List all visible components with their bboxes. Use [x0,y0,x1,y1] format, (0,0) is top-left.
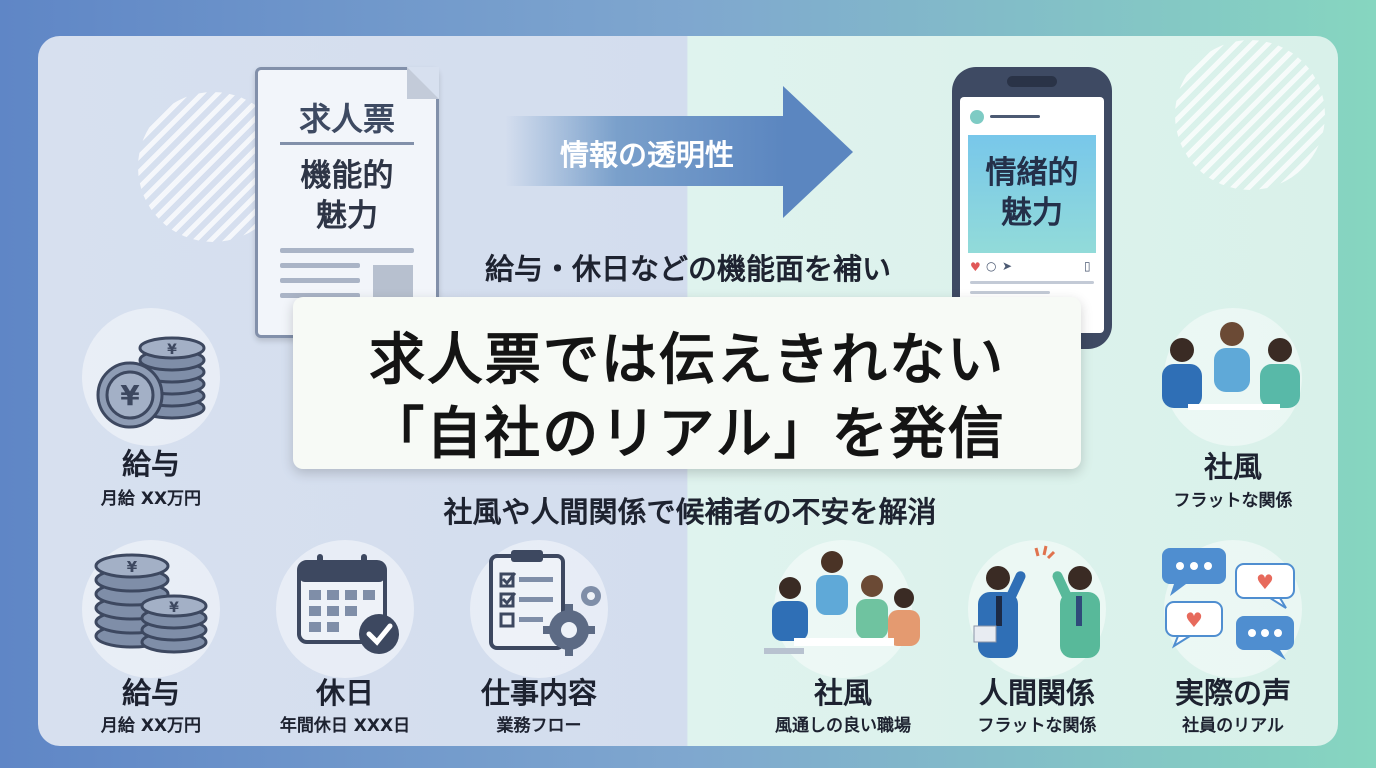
document-text-line [280,248,414,253]
right-item-title: 社風 [1203,450,1262,484]
document-image-placeholder [373,265,413,300]
svg-text:♥: ♥ [1185,608,1203,632]
right-item-title: 社風 [813,676,872,710]
coins-icon: ¥ ¥ [96,336,206,429]
calendar-check-icon [297,554,399,654]
chat-bubbles-icon: ♥ ♥ [1162,548,1295,660]
document-text-line [280,278,360,283]
document-subtitle: 機能的 魅力 [258,156,436,236]
bookmark-icon: ▯ [1084,259,1091,273]
post-text-line1: 情緒的 [985,155,1079,191]
post-text-line2: 魅力 [1001,195,1063,231]
document-fold [407,67,439,99]
svg-text:¥: ¥ [169,600,179,616]
left-item-title: 休日 [315,676,374,710]
social-post-text: 情緒的 魅力 [968,153,1096,233]
decorative-hatch-right [1175,40,1325,190]
document-text-line [280,293,360,298]
headline-line2: 「自社のリアル」を発信 [368,402,1006,467]
high-five-icon [973,545,1100,658]
right-item-detail: フラットな関係 [1173,491,1293,511]
left-item-detail: 業務フロー [496,716,582,736]
right-item-detail: フラットな関係 [977,716,1097,736]
left-item-title: 給与 [121,447,180,481]
svg-text:¥: ¥ [120,379,140,412]
subtitle-bottom: 社風や人間関係で候補者の不安を解消 [443,495,937,529]
phone-screen: 情緒的 魅力 ♥ ○ ➤ ▯ [960,97,1104,333]
social-post: 情緒的 魅力 [968,135,1096,253]
right-item-detail: 社員のリアル [1182,716,1284,736]
caption-line [970,281,1094,284]
right-item-detail: 風通しの良い職場 [775,716,911,736]
document-text-line [280,263,360,268]
svg-text:¥: ¥ [167,342,177,358]
headline-line1: 求人票では伝えきれない [368,328,1006,393]
left-item-title: 給与 [121,676,180,710]
left-item-detail: 月給 XX万円 [100,489,202,509]
right-item-title: 実際の声 [1174,676,1291,710]
caption-line [970,291,1050,294]
job-posting-document: 求人票 機能的 魅力 [255,67,439,338]
send-icon: ➤ [1002,259,1013,273]
transparency-arrow-body [505,116,785,186]
right-item-title: 人間関係 [978,676,1095,710]
subtitle-top: 給与・休日などの機能面を補い [484,252,891,286]
headline-box: 求人票では伝えきれない 「自社のリアル」を発信 [293,297,1081,469]
team-discussion-icon [764,551,920,654]
document-title: 求人票 [298,100,395,138]
document-subtitle-line2: 魅力 [316,198,378,234]
left-item-detail: 年間休日 XXX日 [279,716,411,736]
svg-text:♥: ♥ [1256,570,1274,594]
heart-icon: ♥ [970,260,981,274]
coin-stack-icon: ¥ ¥ [94,553,208,654]
comment-icon: ○ [986,259,997,273]
left-item-title: 仕事内容 [480,676,597,710]
post-username-line [990,115,1040,118]
team-meeting-icon [1162,322,1300,410]
transparency-arrow-head [783,86,853,218]
arrow-label: 情報の透明性 [560,138,735,172]
phone-notch [1007,76,1057,87]
document-divider [280,142,414,145]
avatar-icon [970,110,984,124]
checklist-gear-icon [489,550,601,656]
left-item-detail: 月給 XX万円 [100,716,202,736]
svg-text:¥: ¥ [127,558,138,576]
document-subtitle-line1: 機能的 [300,158,394,194]
